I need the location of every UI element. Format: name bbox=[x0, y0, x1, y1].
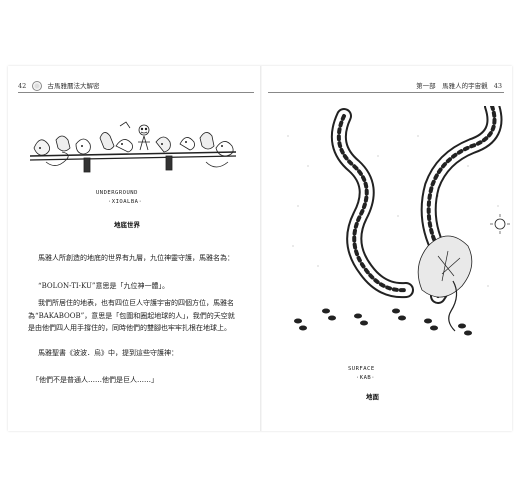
surface-title: 地面 bbox=[366, 393, 379, 401]
right-page-number: 43 bbox=[493, 82, 502, 90]
underground-caption: UNDERGROUND bbox=[96, 190, 138, 196]
book-gutter bbox=[260, 66, 262, 431]
publisher-logo-icon bbox=[32, 81, 43, 91]
left-header-rule bbox=[18, 92, 254, 93]
serpent-illustration bbox=[287, 106, 510, 336]
paragraph-2: “BOLON-TI-KU”意思是「九位神一體」。 bbox=[38, 282, 169, 290]
surface-caption: SURFACE bbox=[348, 366, 375, 372]
book-spread: 42 古馬雅曆法大解密 第一部 馬雅人的宇宙觀 43 bbox=[8, 66, 512, 431]
left-page-number: 42 bbox=[18, 82, 27, 90]
underworld-illustration bbox=[29, 121, 237, 173]
right-page-header: 第一部 馬雅人的宇宙觀 43 bbox=[416, 80, 502, 90]
right-running-title: 第一部 馬雅人的宇宙觀 bbox=[416, 82, 488, 90]
paragraph-4: 馬雅聖書《波波．烏》中，提到這些守護神： bbox=[38, 349, 178, 357]
left-running-title: 古馬雅曆法大解密 bbox=[47, 82, 100, 90]
left-page-header: 42 古馬雅曆法大解密 bbox=[18, 80, 99, 91]
paragraph-1: 馬雅人所創造的地底的世界有九層，九位神靈守護，馬雅名為： bbox=[38, 254, 234, 262]
kab-caption: ·KAB· bbox=[356, 375, 376, 381]
popol-vuh-quote: 「他們不是普通人……他們是巨人……」 bbox=[32, 376, 158, 384]
xioalba-caption: ·XIOALBA· bbox=[108, 199, 143, 205]
underworld-title: 地底世界 bbox=[114, 221, 140, 229]
paragraph-3: 我們所居住的地表，也有四位巨人守護宇宙的四個方位，馬雅名為“BAKABOOB”，… bbox=[28, 299, 235, 332]
right-header-rule bbox=[268, 92, 504, 93]
